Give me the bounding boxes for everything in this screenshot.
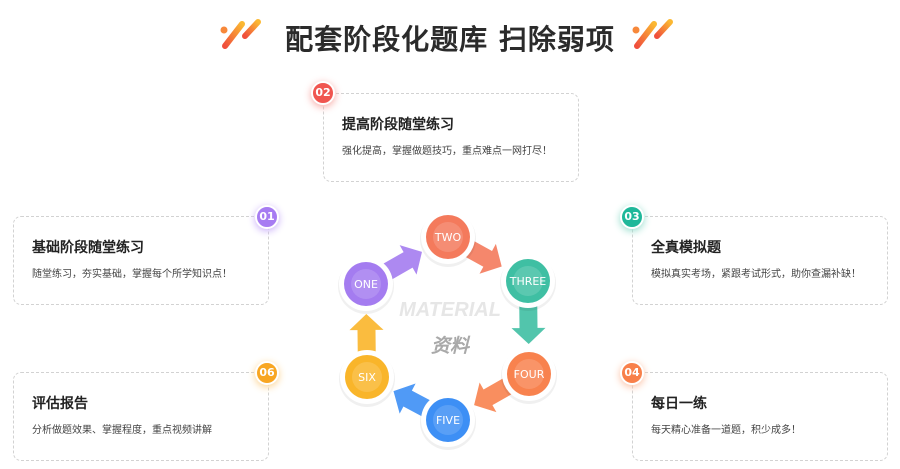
decorative-stripes-icon (632, 19, 673, 49)
card-assessment-report: 评估报告 分析做题效果、掌握程度，重点视频讲解 (13, 372, 269, 461)
step-label: THREE (509, 275, 547, 288)
step-badge: 02 (311, 81, 335, 105)
card-description: 模拟真实考场，紧跟考试形式，助你查漏补缺！ (651, 269, 861, 280)
card-daily-practice: 每日一练 每天精心准备一道题，积少成多！ (632, 372, 888, 461)
card-title: 基础阶段随堂练习 (32, 240, 144, 256)
card-advanced-practice: 提高阶段随堂练习 强化提高，掌握做题技巧，重点难点一网打尽！ (323, 93, 579, 182)
page-title: 配套阶段化题库 扫除弱项 (285, 23, 615, 56)
card-description: 分析做题效果、掌握程度，重点视频讲解 (32, 425, 212, 436)
step-label: SIX (358, 371, 376, 384)
step-badge: 06 (255, 361, 279, 385)
card-basic-practice: 基础阶段随堂练习 随堂练习，夯实基础，掌握每个所学知识点！ (13, 216, 269, 305)
step-label: FOUR (514, 368, 545, 381)
step-badge: 04 (620, 361, 644, 385)
card-description: 随堂练习，夯实基础，掌握每个所学知识点！ (32, 269, 232, 280)
step-node-one: ONE (338, 257, 394, 314)
card-title: 每日一练 (651, 396, 707, 412)
step-label: ONE (354, 278, 378, 291)
step-node-two: TWO (420, 210, 476, 267)
step-label: FIVE (436, 414, 460, 427)
center-label: 资料 (431, 335, 471, 357)
card-title: 评估报告 (32, 396, 88, 412)
card-title: 提高阶段随堂练习 (342, 117, 454, 133)
step-node-four: FOUR (501, 347, 557, 404)
decorative-stripes-icon (220, 19, 261, 49)
step-node-five: FIVE (420, 393, 476, 450)
step-node-six: SIX (339, 350, 395, 407)
card-description: 强化提高，掌握做题技巧，重点难点一网打尽！ (342, 146, 552, 157)
step-node-three: THREE (500, 254, 556, 311)
card-description: 每天精心准备一道题，积少成多！ (651, 425, 801, 436)
watermark-text: MATERIAL (399, 299, 501, 321)
step-badge: 01 (255, 205, 279, 229)
step-label: TWO (434, 231, 462, 244)
step-badge: 03 (620, 205, 644, 229)
card-title: 全真模拟题 (651, 240, 721, 256)
card-mock-exam: 全真模拟题 模拟真实考场，紧跟考试形式，助你查漏补缺！ (632, 216, 888, 305)
